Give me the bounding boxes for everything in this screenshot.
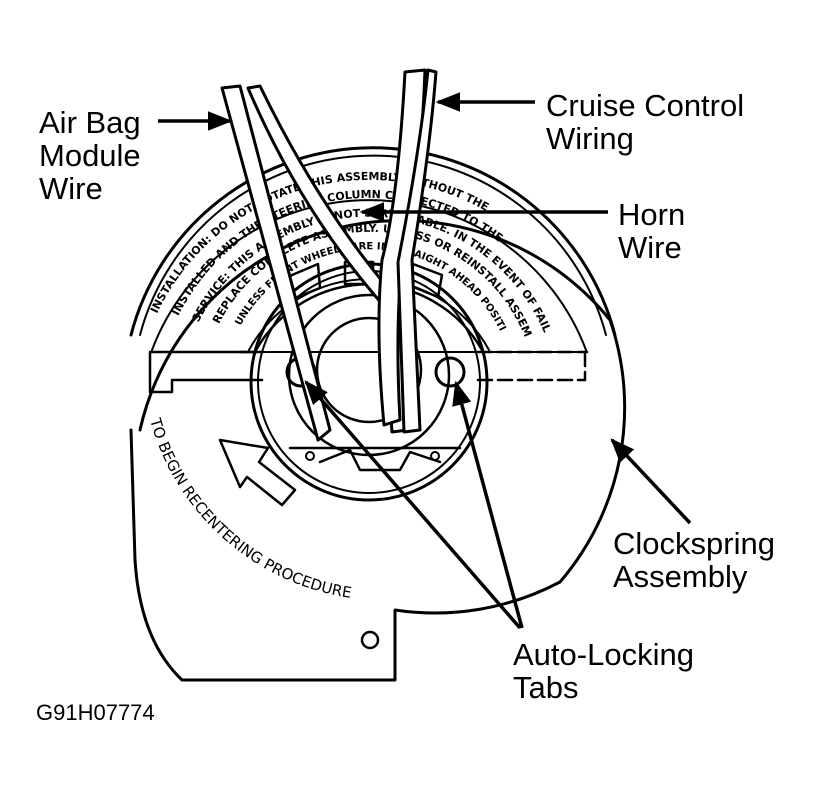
housing-outline bbox=[129, 218, 627, 682]
recentering-text: TO BEGIN RECENTERING PROCEDURE bbox=[146, 415, 353, 602]
label-band bbox=[151, 199, 587, 353]
tabs-callout-right bbox=[452, 380, 524, 629]
figure-id: G91H07774 bbox=[36, 700, 155, 725]
locking-tab-right-hole bbox=[434, 356, 466, 388]
tabs-callout-left bbox=[304, 380, 522, 630]
outer-ring bbox=[129, 146, 617, 337]
air-bag-module-wire bbox=[220, 84, 332, 442]
clockspring-callout bbox=[610, 438, 692, 525]
mounting-hole bbox=[360, 630, 380, 650]
recentering-arrow-icon bbox=[218, 438, 297, 507]
recentering-text-container: TO BEGIN RECENTERING PROCEDURE bbox=[146, 415, 353, 602]
